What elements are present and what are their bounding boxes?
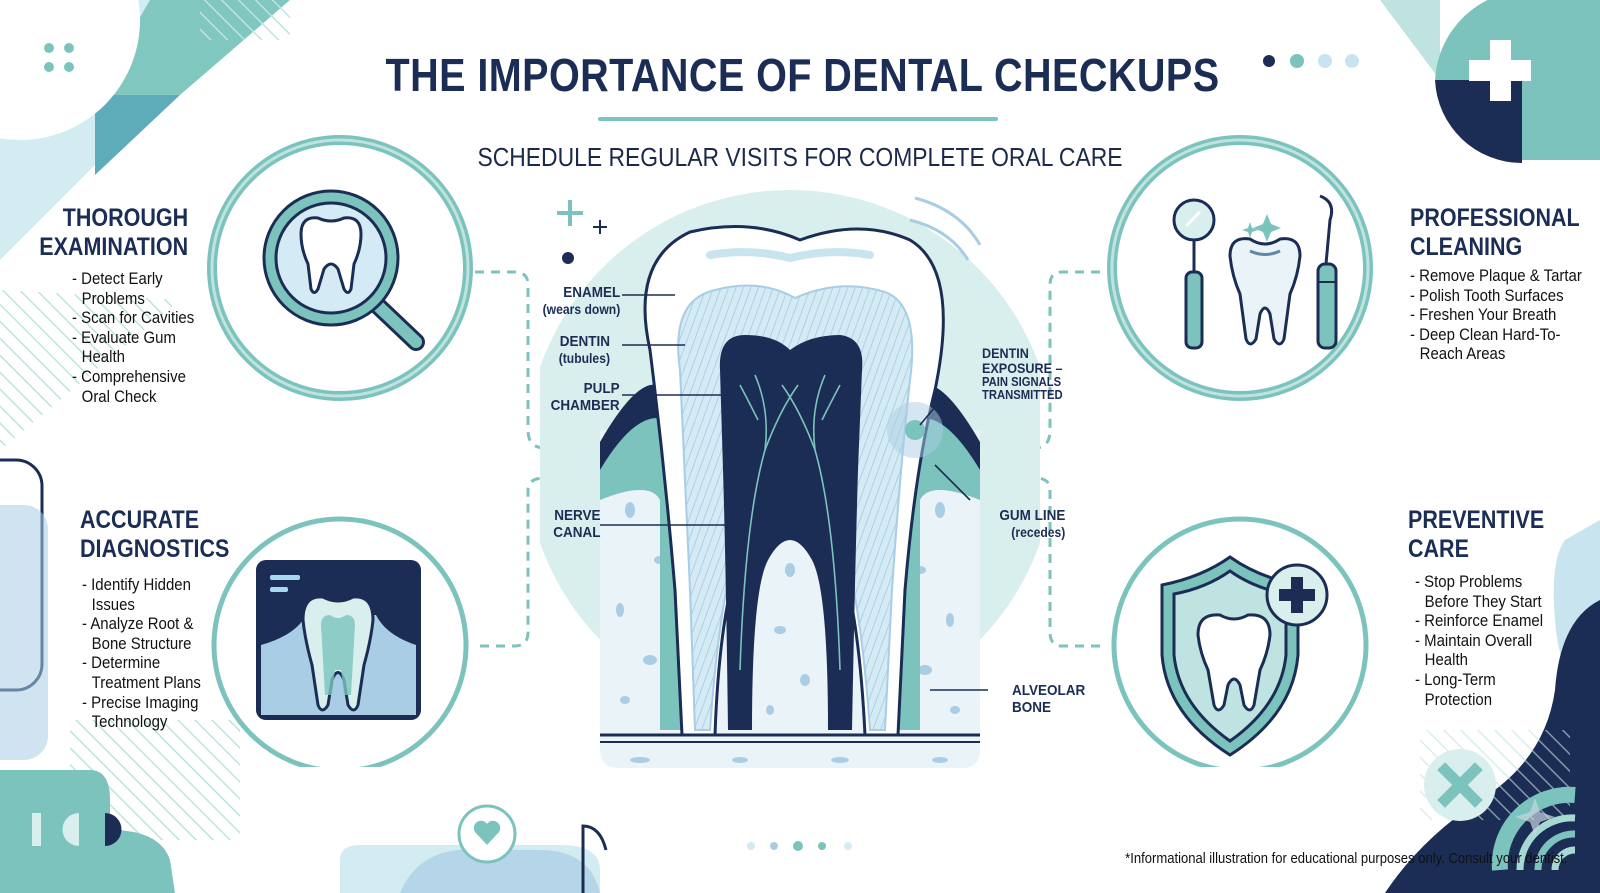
dot-grid-icon — [44, 43, 54, 53]
list-item: Precise Imaging Technology — [82, 693, 221, 732]
list-item: Stop Problems Before They Start — [1415, 572, 1556, 611]
list-item: Polish Tooth Surfaces — [1410, 286, 1586, 306]
section-preventive-list: Stop Problems Before They Start Reinforc… — [1415, 572, 1556, 709]
list-item: Comprehensive Oral Check — [72, 367, 204, 406]
dental-tools-tooth-icon — [1107, 135, 1373, 401]
section-diagnostics-title: ACCURATE DIAGNOSTICS — [80, 506, 230, 563]
section-diagnostics-list: Identify Hidden Issues Analyze Root & Bo… — [82, 575, 221, 732]
list-item: Remove Plaque & Tartar — [1410, 266, 1586, 286]
list-item: Detect Early Problems — [72, 269, 204, 308]
xray-tooth-icon — [211, 516, 469, 767]
list-item: Analyze Root & Bone Structure — [82, 614, 221, 653]
list-item: Reinforce Enamel — [1415, 611, 1556, 631]
shield-tooth-plus-icon — [1111, 516, 1369, 767]
list-item: Scan for Cavities — [72, 308, 204, 328]
connector-lines — [475, 270, 1100, 648]
page-title: THE IMPORTANCE OF DENTAL CHECKUPS — [385, 49, 1220, 101]
label-gum-line: GUM LINE (recedes) — [998, 507, 1065, 540]
list-item: Deep Clean Hard-To-Reach Areas — [1410, 325, 1586, 364]
page-subtitle: SCHEDULE REGULAR VISITS FOR COMPLETE ORA… — [477, 142, 1123, 172]
bar-icon — [32, 813, 41, 846]
nerve-branches — [739, 374, 841, 671]
section-preventive-title: PREVENTIVE CARE — [1408, 506, 1545, 563]
magnifier-tooth-icon — [207, 135, 473, 401]
label-alveolar-bone: ALVEOLAR BONE — [1012, 682, 1086, 716]
section-cleaning-title: PROFESSIONAL CLEANING — [1410, 204, 1580, 261]
list-item: Long-Term Protection — [1415, 670, 1556, 709]
list-item: Maintain Overall Health — [1415, 631, 1556, 670]
label-pulp-chamber: PULP CHAMBER — [550, 380, 620, 414]
tooth-cross-section-diagram — [540, 190, 1040, 768]
label-dentin-exposure: DENTIN EXPOSURE – PAIN SIGNALS TRANSMITT… — [982, 345, 1063, 402]
label-nerve-canal: NERVE CANAL — [552, 507, 600, 541]
label-enamel: ENAMEL (wears down) — [542, 284, 620, 317]
list-item: Freshen Your Breath — [1410, 305, 1586, 325]
list-item: Evaluate Gum Health — [72, 328, 204, 367]
list-item: Identify Hidden Issues — [82, 575, 221, 614]
list-item: Determine Treatment Plans — [82, 653, 221, 692]
section-examination-title: THOROUGH EXAMINATION — [39, 204, 188, 261]
title-divider — [598, 117, 998, 121]
disclaimer: *Informational illustration for educatio… — [1124, 851, 1567, 867]
section-examination-list: Detect Early Problems Scan for Cavities … — [72, 269, 204, 406]
label-dentin: DENTIN (tubules) — [558, 333, 610, 366]
section-cleaning-list: Remove Plaque & Tartar Polish Tooth Surf… — [1410, 266, 1586, 364]
